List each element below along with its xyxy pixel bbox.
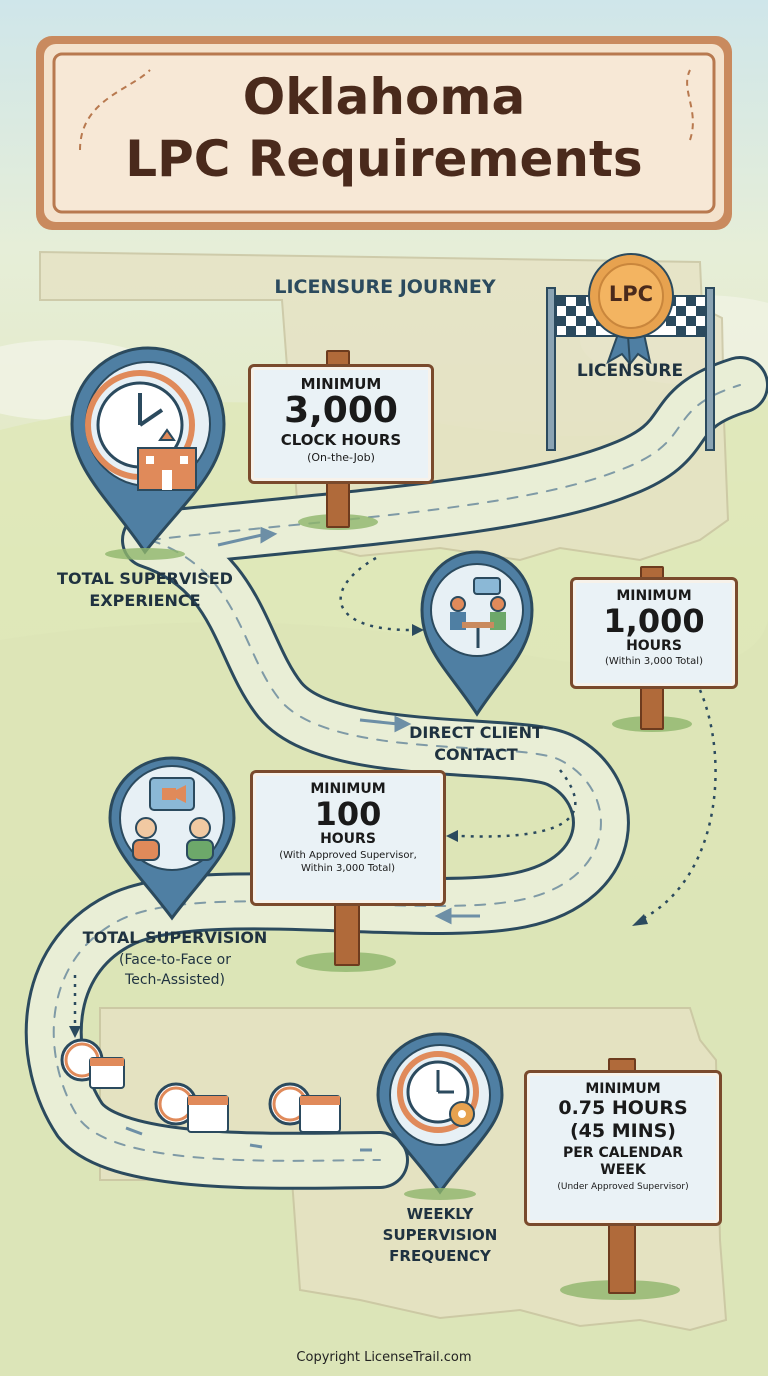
calendar-clock-icon [268,1082,341,1133]
calendar-clock-icon [60,1038,125,1089]
sign-direct-client-contact: MINIMUM 1,000 HOURS (Within 3,000 Total) [570,577,738,689]
sign-unit: PER CALENDAR WEEK [562,1145,684,1178]
sign-number: 3,000 [284,390,398,431]
title-banner [36,36,732,230]
sign-minimum: MINIMUM [616,588,692,604]
pin-total-supervised-experience [70,346,226,555]
clock-school-icon [85,370,197,491]
licensure-label: LICENSURE [576,361,684,381]
meeting-table-icon [450,577,506,648]
step-label-total-supervision: TOTAL SUPERVISION [82,928,268,947]
clock-gear-icon [397,1051,479,1133]
step-sublabel-total-supervision: (Face-to-Face or Tech-Assisted) [119,952,231,988]
journey-label: LICENSURE JOURNEY [274,276,496,298]
step-label-direct-client-contact: DIRECT CLIENT CONTACT [409,723,543,764]
sign-minimum: MINIMUM [585,1081,661,1097]
sign-total-supervised-experience: MINIMUM 3,000 CLOCK HOURS (On-the-Job) [248,364,434,484]
sign-note: (Within 3,000 Total) [605,656,703,667]
sign-unit: HOURS [320,831,376,847]
sign-number: 0.75 HOURS (45 MINS) [558,1097,688,1142]
sign-minimum: MINIMUM [300,375,382,393]
video-call-icon [132,777,214,861]
sign-note: (With Approved Supervisor, Within 3,000 … [279,850,417,874]
sign-weekly-supervision-frequency: MINIMUM 0.75 HOURS (45 MINS) PER CALENDA… [524,1070,722,1226]
pin-direct-client-contact [420,550,534,717]
sign-total-supervision: MINIMUM 100 HOURS (With Approved Supervi… [250,770,446,906]
finish-line [546,253,715,451]
pin-weekly-supervision-frequency [376,1032,504,1195]
winding-road [24,356,768,1190]
sign-note: (On-the-Job) [307,451,375,464]
step-label-weekly-supervision-frequency: WEEKLY SUPERVISION FREQUENCY [382,1205,498,1265]
title-line-1: Oklahoma [242,68,526,126]
sign-minimum: MINIMUM [310,781,386,797]
pin-total-supervision [108,756,236,921]
sign-number: 1,000 [603,602,705,640]
calendar-clock-icon [154,1082,229,1133]
sign-number: 100 [314,795,382,833]
lpc-badge-text: LPC [608,282,654,306]
copyright-text: Copyright LicenseTrail.com [296,1350,472,1365]
sign-note: (Under Approved Supervisor) [557,1182,689,1192]
title-line-2: LPC Requirements [125,130,643,188]
sign-unit: CLOCK HOURS [280,431,402,449]
sign-unit: HOURS [626,638,682,654]
lpc-rosette-badge-icon [588,253,674,367]
step-label-total-supervised-experience: TOTAL SUPERVISED EXPERIENCE [57,569,233,610]
